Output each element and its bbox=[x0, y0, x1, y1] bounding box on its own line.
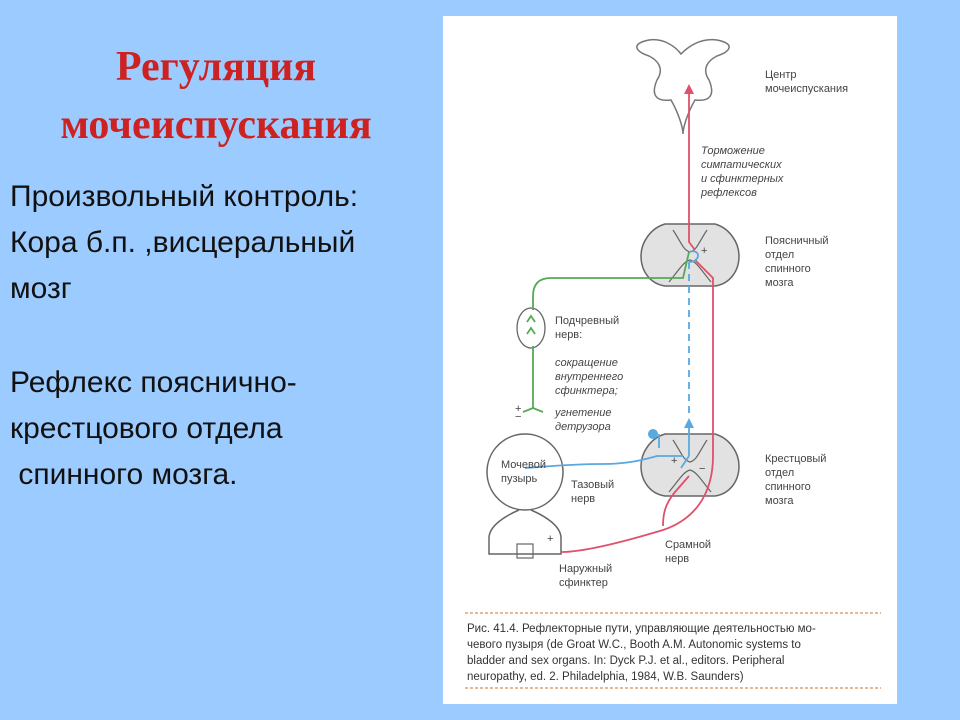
minus-sign-sacral: − bbox=[699, 463, 705, 475]
slide-title: Регуляция мочеиспускания bbox=[0, 38, 432, 154]
lumbar-label-4: мозга bbox=[765, 277, 794, 289]
plus-sign-sphincter: + bbox=[547, 533, 553, 545]
sphincter-label-1: Наружный bbox=[559, 563, 612, 575]
bladder-label-1: Мочевой bbox=[501, 459, 546, 471]
lumbar-label-3: спинного bbox=[765, 263, 811, 275]
body-line: Рефлекс пояснично- bbox=[10, 366, 297, 399]
sacral-label-3: спинного bbox=[765, 481, 811, 493]
caption-line-3: bladder and sex organs. In: Dyck P.J. et… bbox=[467, 655, 785, 667]
sacral-label-2: отдел bbox=[765, 467, 794, 479]
hypogastric-effect-4: угнетение bbox=[554, 407, 612, 419]
bladder-label-2: пузырь bbox=[501, 473, 538, 485]
sacral-cord-section bbox=[640, 433, 740, 497]
inhibition-label-2: симпатических bbox=[701, 159, 782, 171]
red-pathway bbox=[560, 90, 714, 553]
hypogastric-effect-2: внутреннего bbox=[555, 371, 623, 383]
green-pathway bbox=[522, 251, 690, 413]
pudendal-label-1: Срамной bbox=[665, 539, 711, 551]
body-line: крестцового отдела bbox=[10, 412, 283, 445]
body-line: мозг bbox=[10, 272, 72, 305]
hypogastric-effect-3: сфинктера; bbox=[555, 385, 618, 397]
body-line: Произвольный контроль: bbox=[10, 180, 359, 213]
caption-line-2: чевого пузыря (de Groat W.C., Booth A.M.… bbox=[467, 639, 801, 651]
lumbar-label-1: Поясничный bbox=[765, 235, 829, 247]
caption-line-4: neuropathy, ed. 2. Philadelphia, 1984, W… bbox=[467, 671, 744, 683]
sphincter-label-2: сфинктер bbox=[559, 577, 608, 589]
minus-sign-hypogastric: − bbox=[515, 411, 521, 423]
hypogastric-label-2: нерв: bbox=[555, 329, 582, 341]
reflex-diagram: + + − + − + Центр мочеиспускания Торможе… bbox=[465, 38, 881, 689]
hypogastric-effect-1: сокращение bbox=[555, 357, 618, 369]
plus-sign-lumbar: + bbox=[701, 245, 707, 257]
blue-pathway bbox=[524, 250, 699, 469]
body-line: спинного мозга. bbox=[10, 458, 238, 491]
center-label-1: Центр bbox=[765, 69, 797, 81]
lumbar-label-2: отдел bbox=[765, 249, 794, 261]
body-line: Кора б.п. ,висцеральный bbox=[10, 226, 356, 259]
red-arrow-up bbox=[684, 84, 694, 94]
inhibition-label-1: Торможение bbox=[701, 145, 765, 157]
blue-receptor-dot bbox=[648, 429, 658, 439]
title-line-1: Регуляция bbox=[115, 44, 317, 90]
blue-arrow-up bbox=[684, 418, 694, 428]
hypogastric-ganglion bbox=[516, 307, 546, 349]
pelvic-label-2: нерв bbox=[571, 493, 595, 505]
caption-line-1: Рис. 41.4. Рефлекторные пути, управляющи… bbox=[467, 623, 816, 635]
lumbar-cord-section bbox=[640, 223, 740, 287]
title-line-2: мочеиспускания bbox=[60, 102, 372, 148]
sacral-label-1: Крестцовый bbox=[765, 453, 826, 465]
bladder-shape bbox=[486, 433, 564, 559]
sacral-label-4: мозга bbox=[765, 495, 794, 507]
brain-center-shape bbox=[636, 38, 730, 135]
inhibition-label-3: и сфинктерных bbox=[701, 173, 784, 185]
pudendal-label-2: нерв bbox=[665, 553, 689, 565]
hypogastric-effect-5: детрузора bbox=[555, 421, 611, 433]
plus-sign-hypogastric: + bbox=[515, 403, 521, 415]
hypogastric-label-1: Подчревный bbox=[555, 315, 619, 327]
diagram-panel: + + − + − + Центр мочеиспускания Торможе… bbox=[443, 16, 897, 704]
pelvic-label-1: Тазовый bbox=[571, 479, 614, 491]
slide-body: Произвольный контроль: Кора б.п. ,висцер… bbox=[10, 174, 450, 498]
plus-sign-sacral: + bbox=[671, 455, 677, 467]
center-label-2: мочеиспускания bbox=[765, 83, 848, 95]
inhibition-label-4: рефлексов bbox=[700, 187, 757, 199]
